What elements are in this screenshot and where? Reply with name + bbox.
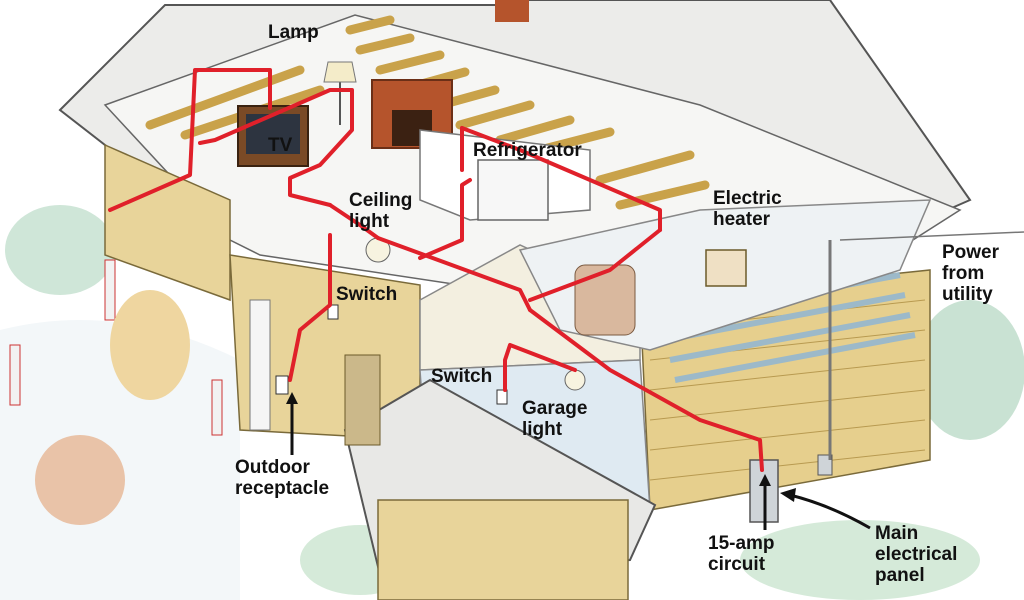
garage-switch-box: [497, 390, 507, 404]
garage-light-label: Garage light: [522, 398, 587, 440]
tree-right: [915, 300, 1024, 440]
porch-column: [250, 300, 270, 430]
garage-wall: [378, 500, 628, 600]
front-door: [345, 355, 380, 445]
main-panel-label: Main electrical panel: [875, 523, 957, 586]
power-from-utility-label: Power from utility: [942, 242, 999, 305]
electric-heater-label: Electric heater: [713, 188, 782, 230]
candle-decoration-1: [105, 260, 115, 320]
chimney: [495, 0, 529, 22]
armchair: [575, 265, 635, 335]
outdoor-receptacle-box: [276, 376, 288, 394]
circuit-label: 15-amp circuit: [708, 533, 775, 575]
heater-unit: [706, 250, 746, 286]
upper-switch-label: Switch: [336, 284, 397, 305]
refrigerator-unit: [478, 160, 548, 220]
garage-light-fixture: [565, 370, 585, 390]
ceiling-light-label: Ceiling light: [349, 190, 412, 232]
candle-decoration-2: [10, 345, 20, 405]
carolers: [35, 435, 125, 525]
outdoor-receptacle-label: Outdoor receptacle: [235, 457, 329, 499]
tv-label: TV: [268, 135, 292, 156]
lamp-shade: [324, 62, 356, 82]
tree-left: [5, 205, 115, 295]
lamp-label: Lamp: [268, 22, 319, 43]
candle-decoration-3: [212, 380, 222, 435]
lower-switch-label: Switch: [431, 366, 492, 387]
angel-figures: [110, 290, 190, 400]
refrigerator-label: Refrigerator: [473, 140, 582, 161]
